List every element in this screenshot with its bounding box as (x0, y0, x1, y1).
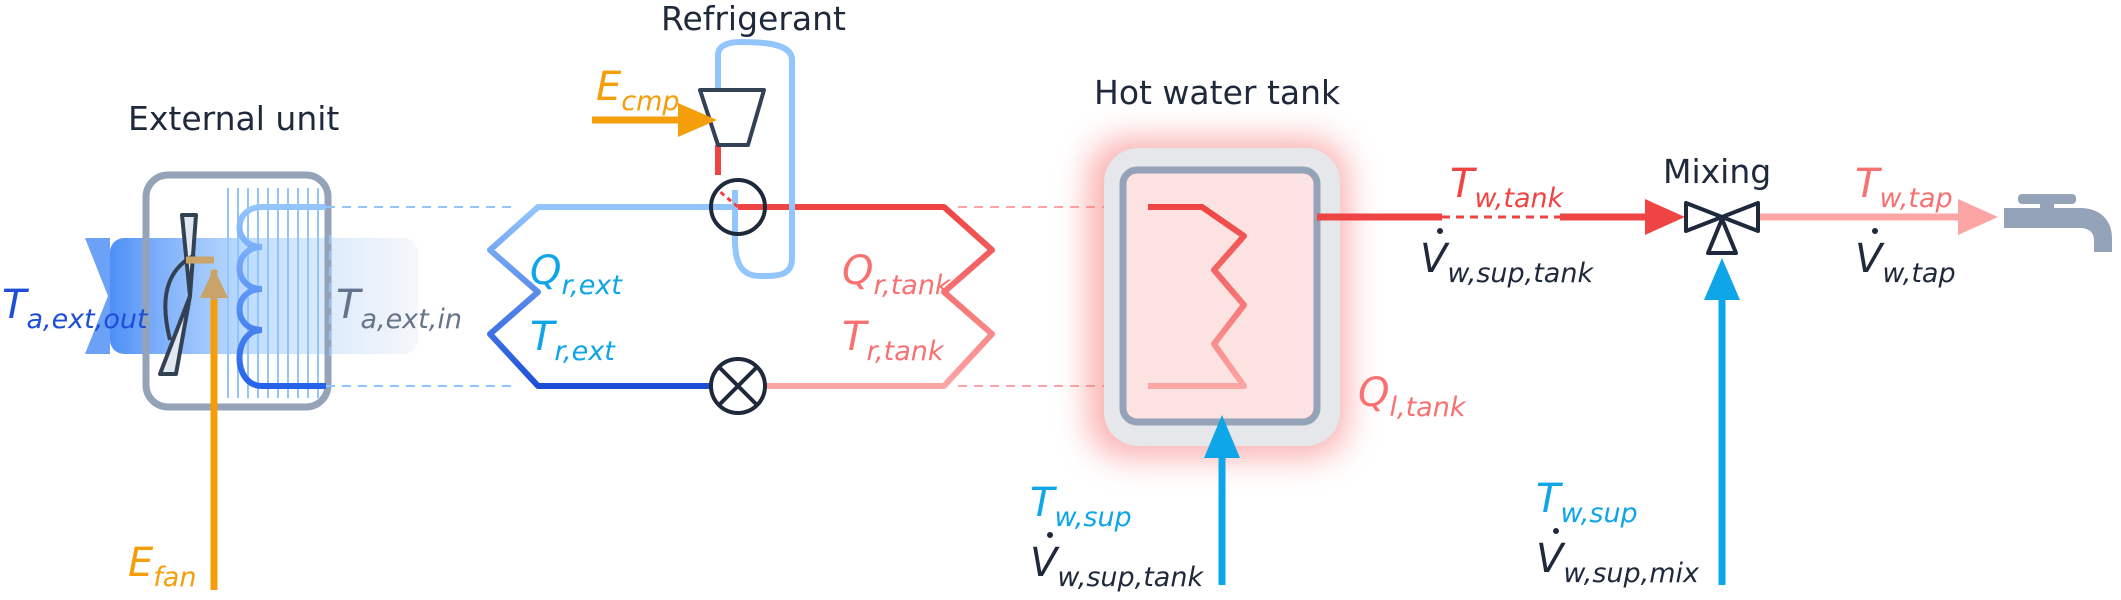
svg-text:Vw,sup,mix: Vw,sup,mix (1536, 536, 1700, 589)
expansion-valve-icon (709, 357, 767, 415)
dashed-connections (326, 206, 518, 387)
svg-text:Qr,ext: Qr,ext (530, 248, 623, 301)
svg-text:Qr,tank: Qr,tank (842, 248, 952, 301)
label-v-w-tap: Vw,tap (1855, 228, 1956, 289)
four-way-valve-icon (709, 178, 767, 236)
mixing-title: Mixing (1663, 152, 1771, 191)
tank-coil (1148, 204, 1247, 389)
compressor-icon (698, 88, 766, 147)
label-v-w-sup-tank-top: Vw,sup,tank (1420, 228, 1594, 289)
label-e-cmp: Ecmp (596, 64, 680, 117)
tank-to-mixing-arrow (1560, 199, 1685, 235)
label-t-a-ext-in: Ta,ext,in (336, 282, 462, 335)
svg-text:Tw,sup: Tw,sup (1536, 476, 1638, 529)
svg-text:Tw,tap: Tw,tap (1855, 161, 1953, 214)
label-t-w-sup-tank: Tw,sup (1030, 480, 1132, 533)
label-t-w-tap: Tw,tap (1855, 161, 1953, 214)
condenser-coil (738, 204, 995, 389)
air-flow-band (85, 238, 418, 354)
svg-text:Vw,tap: Vw,tap (1855, 236, 1956, 289)
compressor-energy-arrow (592, 103, 717, 137)
external-unit-coil (236, 204, 326, 389)
label-q-r-tank: Qr,tank (842, 248, 952, 301)
label-t-w-tank: Tw,tank (1450, 161, 1565, 214)
faucet-icon (2004, 194, 2112, 252)
label-v-w-sup-tank-bottom: Vw,sup,tank (1030, 532, 1204, 593)
svg-text:Efan: Efan (128, 540, 196, 593)
mixing-valve-icon (1684, 201, 1760, 255)
tank-supply-arrow (1204, 415, 1240, 585)
svg-text:Tw,sup: Tw,sup (1030, 480, 1132, 533)
svg-text:Ta,ext,out: Ta,ext,out (2, 282, 149, 335)
mixing-supply-arrow (1704, 258, 1740, 585)
svg-text:Tr,tank: Tr,tank (842, 314, 945, 367)
svg-text:Tr,ext: Tr,ext (530, 314, 616, 367)
tap-outlet-arrow (1760, 199, 1998, 235)
refrigerant-title: Refrigerant (661, 0, 846, 38)
hot-water-tank-title: Hot water tank (1094, 73, 1341, 112)
fan-energy-arrow (186, 256, 228, 590)
label-v-w-sup-mix: Vw,sup,mix (1536, 528, 1700, 589)
external-unit-housing (142, 171, 332, 411)
svg-text:Ecmp: Ecmp (596, 64, 680, 117)
heat-exchanger-fins (227, 188, 319, 398)
svg-text:Vw,sup,tank: Vw,sup,tank (1030, 540, 1204, 593)
svg-text:Ta,ext,in: Ta,ext,in (336, 282, 462, 335)
label-e-fan: Efan (128, 540, 196, 593)
label-t-a-ext-out: Ta,ext,out (2, 282, 149, 335)
label-q-l-tank: Ql,tank (1358, 370, 1467, 423)
label-t-r-ext: Tr,ext (530, 314, 616, 367)
label-t-r-tank: Tr,tank (842, 314, 945, 367)
svg-text:Vw,sup,tank: Vw,sup,tank (1420, 236, 1594, 289)
external-unit-title: External unit (128, 99, 339, 138)
label-q-r-ext: Qr,ext (530, 248, 623, 301)
label-t-w-sup-mix: Tw,sup (1536, 476, 1638, 529)
refrigerant-loop (715, 38, 795, 280)
svg-text:Ql,tank: Ql,tank (1358, 370, 1467, 423)
evaporator-coil (487, 204, 738, 389)
svg-text:Tw,tank: Tw,tank (1450, 161, 1565, 214)
